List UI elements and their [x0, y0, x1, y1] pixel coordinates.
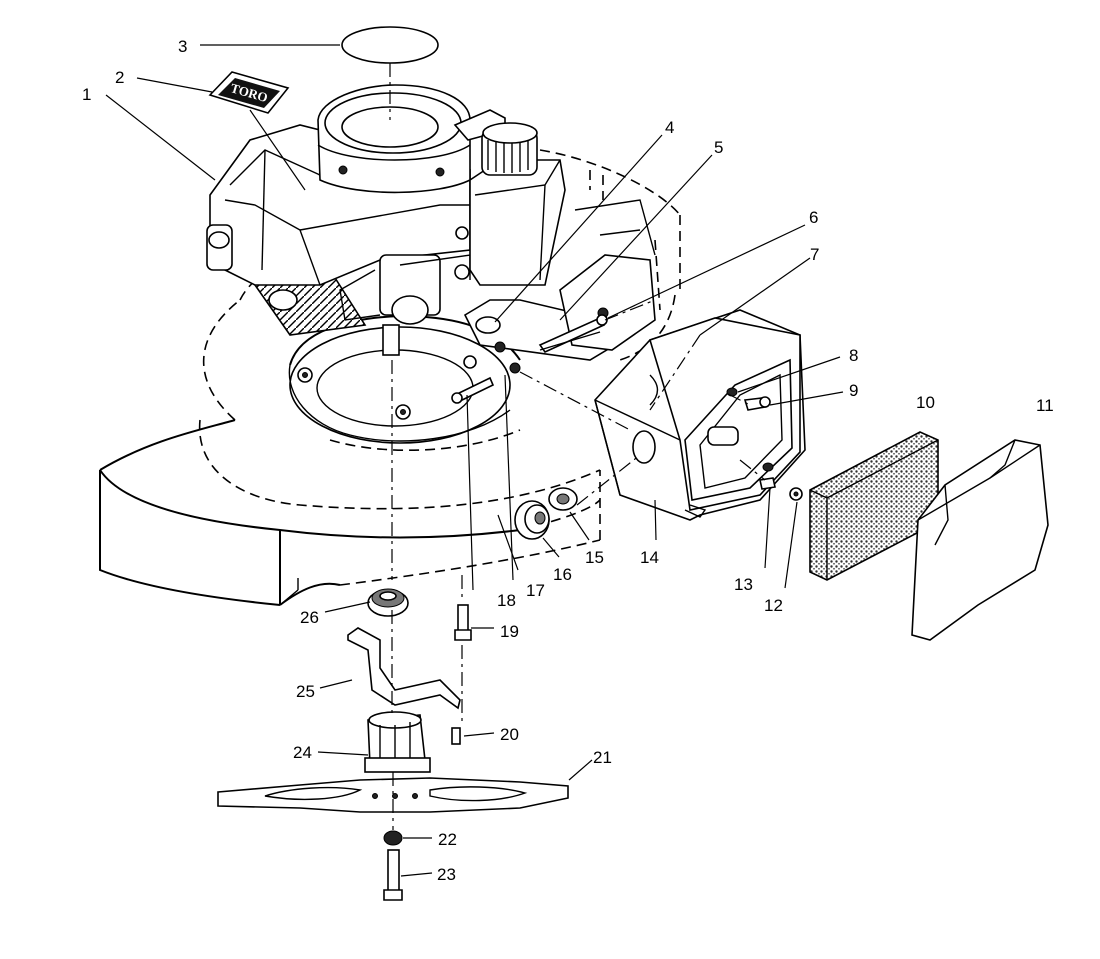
callout-25: 25 — [296, 682, 315, 701]
air-cleaner-cover — [911, 439, 1049, 641]
cap-disc — [341, 26, 439, 64]
callout-8: 8 — [849, 346, 858, 365]
callout-12: 12 — [764, 596, 783, 615]
callout-5: 5 — [714, 138, 723, 157]
callout-19: 19 — [500, 622, 519, 641]
air-cleaner-body — [594, 309, 806, 521]
callout-7: 7 — [810, 245, 819, 264]
engine-assembly — [206, 84, 656, 374]
callout-21: 21 — [593, 748, 612, 767]
callout-2: 2 — [115, 68, 124, 87]
callout-13: 13 — [734, 575, 753, 594]
callout-17: 17 — [526, 581, 545, 600]
callout-1: 1 — [82, 85, 91, 104]
callout-4: 4 — [665, 118, 674, 137]
centerlines — [389, 63, 766, 830]
callout-22: 22 — [438, 830, 457, 849]
callout-20: 20 — [500, 725, 519, 744]
callout-26: 26 — [300, 608, 319, 627]
callout-9: 9 — [849, 381, 858, 400]
callout-15: 15 — [585, 548, 604, 567]
callout-11: 11 — [1036, 396, 1054, 415]
callout-16: 16 — [553, 565, 572, 584]
callout-24: 24 — [293, 743, 312, 762]
callout-14: 14 — [640, 548, 659, 567]
hardware — [217, 314, 803, 901]
logo-decal: TORO — [208, 71, 290, 114]
callout-10: 10 — [916, 393, 935, 412]
callout-18: 18 — [497, 591, 516, 610]
callout-3: 3 — [178, 37, 187, 56]
callout-labels: 1 2 3 4 5 6 7 8 9 10 11 12 13 14 15 16 1… — [82, 37, 1054, 884]
callout-23: 23 — [437, 865, 456, 884]
leader-lines — [105, 44, 844, 877]
callout-6: 6 — [809, 208, 818, 227]
